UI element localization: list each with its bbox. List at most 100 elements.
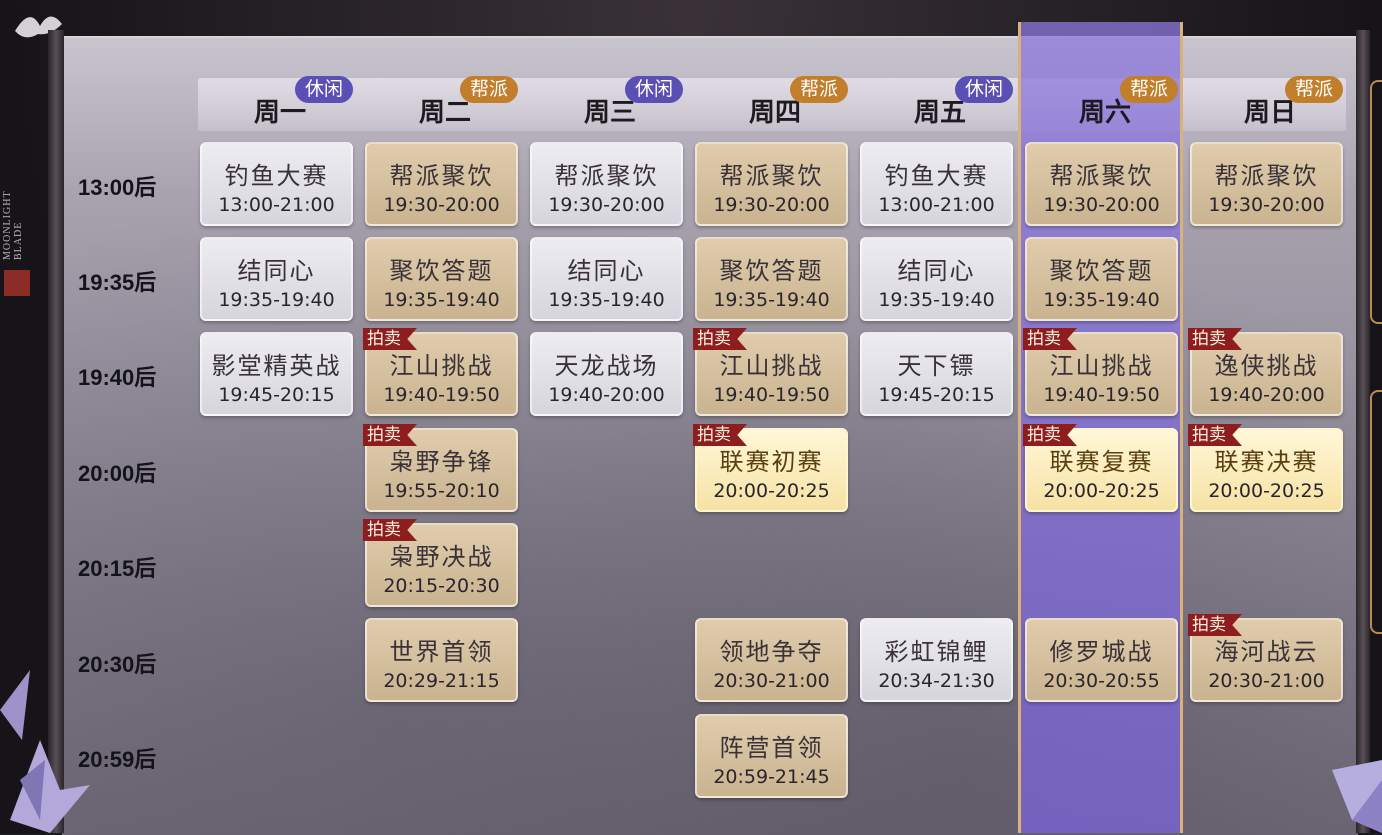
event-name: 海河战云 bbox=[1214, 638, 1319, 666]
event-time: 19:30-20:00 bbox=[383, 194, 500, 216]
event-card[interactable]: 结同心 19:35-19:40 bbox=[200, 237, 353, 321]
time-slot-label: 20:59后 bbox=[78, 747, 157, 772]
auction-badge: 拍卖 bbox=[363, 328, 417, 350]
scroll-rod-right bbox=[1356, 30, 1370, 833]
event-name: 联赛决赛 bbox=[1214, 448, 1319, 476]
event-time: 19:30-20:00 bbox=[1208, 194, 1325, 216]
event-card[interactable]: 帮派聚饮 19:30-20:00 bbox=[1190, 142, 1343, 226]
weekday-label[interactable]: 周六 bbox=[1078, 98, 1131, 128]
auction-badge: 拍卖 bbox=[363, 424, 417, 446]
weekday-label[interactable]: 周一 bbox=[253, 98, 306, 128]
event-name: 帮派聚饮 bbox=[1049, 162, 1154, 190]
event-card[interactable]: 彩虹锦鲤 20:34-21:30 bbox=[860, 618, 1013, 702]
event-name: 枭野决战 bbox=[389, 543, 494, 571]
event-time: 19:30-20:00 bbox=[1043, 194, 1160, 216]
side-panel-edge-bottom bbox=[1370, 390, 1382, 634]
event-card[interactable]: 修罗城战 20:30-20:55 bbox=[1025, 618, 1178, 702]
event-card[interactable]: 帮派聚饮 19:30-20:00 bbox=[695, 142, 848, 226]
event-time: 20:30-20:55 bbox=[1043, 670, 1160, 692]
event-time: 19:40-19:50 bbox=[1043, 384, 1160, 406]
event-name: 天龙战场 bbox=[554, 352, 659, 380]
event-card[interactable]: 帮派聚饮 19:30-20:00 bbox=[1025, 142, 1178, 226]
event-time: 20:30-21:00 bbox=[1208, 670, 1325, 692]
event-name: 帮派聚饮 bbox=[1214, 162, 1319, 190]
event-name: 彩虹锦鲤 bbox=[884, 638, 989, 666]
guild-tag: 帮派 bbox=[1120, 76, 1178, 103]
event-name: 钓鱼大赛 bbox=[884, 162, 989, 190]
time-slot-label: 20:30后 bbox=[78, 652, 157, 677]
auction-badge: 拍卖 bbox=[363, 519, 417, 541]
auction-badge: 拍卖 bbox=[1023, 424, 1077, 446]
auction-badge: 拍卖 bbox=[1023, 328, 1077, 350]
weekday-label[interactable]: 周二 bbox=[418, 98, 471, 128]
event-time: 19:45-20:15 bbox=[878, 384, 995, 406]
event-time: 20:00-20:25 bbox=[1208, 480, 1325, 502]
event-card[interactable]: 钓鱼大赛 13:00-21:00 bbox=[860, 142, 1013, 226]
event-card[interactable]: 帮派聚饮 19:30-20:00 bbox=[530, 142, 683, 226]
event-name: 帮派聚饮 bbox=[554, 162, 659, 190]
auction-badge: 拍卖 bbox=[693, 424, 747, 446]
leisure-tag: 休闲 bbox=[625, 76, 683, 103]
event-time: 20:34-21:30 bbox=[878, 670, 995, 692]
event-name: 联赛复赛 bbox=[1049, 448, 1154, 476]
red-seal-icon bbox=[4, 270, 30, 296]
auction-badge: 拍卖 bbox=[1188, 328, 1242, 350]
event-name: 帮派聚饮 bbox=[719, 162, 824, 190]
weekday-label[interactable]: 周四 bbox=[748, 98, 801, 128]
event-time: 19:30-20:00 bbox=[713, 194, 830, 216]
event-time: 19:35-19:40 bbox=[878, 289, 995, 311]
event-name: 江山挑战 bbox=[389, 352, 494, 380]
brand-line2: BLADE bbox=[13, 221, 24, 260]
weekday-label[interactable]: 周日 bbox=[1243, 98, 1296, 128]
weekday-label[interactable]: 周五 bbox=[913, 98, 966, 128]
event-name: 江山挑战 bbox=[719, 352, 824, 380]
weekday-label[interactable]: 周三 bbox=[583, 98, 636, 128]
event-time: 13:00-21:00 bbox=[218, 194, 335, 216]
event-time: 19:35-19:40 bbox=[548, 289, 665, 311]
event-time: 20:29-21:15 bbox=[383, 670, 500, 692]
event-card[interactable]: 江山挑战 19:40-19:50 拍卖 bbox=[1023, 328, 1178, 416]
event-name: 修罗城战 bbox=[1049, 638, 1154, 666]
event-time: 19:35-19:40 bbox=[713, 289, 830, 311]
paper-crane-icon bbox=[0, 670, 90, 833]
time-slot-label: 19:35后 bbox=[78, 270, 157, 295]
event-time: 19:30-20:00 bbox=[548, 194, 665, 216]
brand-line1: MOONLIGHT bbox=[2, 190, 13, 260]
leisure-tag: 休闲 bbox=[295, 76, 353, 103]
event-time: 19:35-19:40 bbox=[218, 289, 335, 311]
time-slot-label: 20:15后 bbox=[78, 556, 157, 581]
event-time: 19:35-19:40 bbox=[383, 289, 500, 311]
time-slot-label: 19:40后 bbox=[78, 365, 157, 390]
event-name: 江山挑战 bbox=[1049, 352, 1154, 380]
event-time: 20:30-21:00 bbox=[713, 670, 830, 692]
event-card[interactable]: 聚饮答题 19:35-19:40 bbox=[365, 237, 518, 321]
event-name: 枭野争锋 bbox=[389, 448, 494, 476]
side-panel-edge-top bbox=[1370, 80, 1382, 324]
event-time: 19:45-20:15 bbox=[218, 384, 335, 406]
paper-crane-icon-right bbox=[1332, 760, 1382, 833]
event-name: 聚饮答题 bbox=[389, 257, 494, 285]
event-time: 13:00-21:00 bbox=[878, 194, 995, 216]
event-name: 结同心 bbox=[237, 257, 316, 285]
